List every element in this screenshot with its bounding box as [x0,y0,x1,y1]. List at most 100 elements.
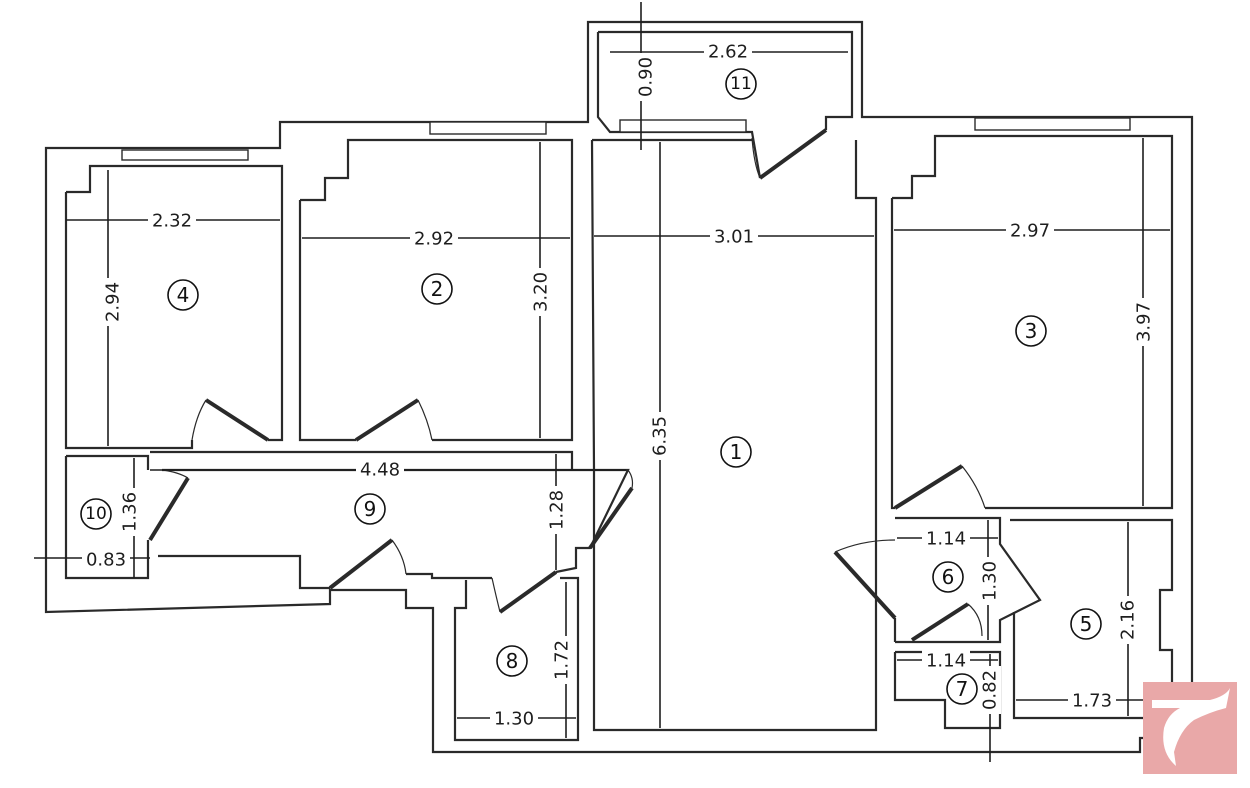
dim-8-width-label-bg [490,708,538,730]
room-6-wall [893,516,1042,644]
dim-10-width-label: 0.83 [82,549,130,571]
room-4-wall [64,164,284,450]
room-3-number: 3 [1015,315,1047,347]
door-room-8 [498,570,558,614]
dim-4-width-value: 2.32 [152,211,192,232]
dim-8-width-value: 1.30 [494,709,534,730]
dim-3-width-label-bg [1006,220,1054,242]
room-8-label: 8 [506,649,519,673]
room-11-number: 11 [725,68,757,100]
door-room-10-arc [161,469,189,479]
room-4-circle [167,279,199,311]
room-3-wall [890,134,1174,510]
dim-4-width-label: 2.32 [148,210,196,232]
bird-logo-icon [1143,682,1237,774]
dim-1-width-label: 3.01 [710,226,758,248]
dim-7-width-label-bg [922,650,970,672]
room-8-wall [453,576,580,742]
room-3-circle [1015,315,1047,347]
dim-6-depth-label-bg [979,557,1001,605]
dim-10-depth-value: 1.36 [120,492,141,532]
dim-6-depth-label: 1.30 [979,557,1001,605]
dim-2-width-value: 2.92 [414,229,454,250]
window-room-2 [429,121,547,135]
room-5-wall [1010,518,1174,720]
dim-8-depth-label-bg [551,636,573,684]
room-1-circle [720,436,752,468]
room-2-number: 2 [421,273,453,305]
room-9-label: 9 [364,497,377,521]
room-5-label: 5 [1080,612,1093,636]
dim-7-width-value: 1.14 [926,651,966,672]
room-7-number: 7 [946,673,978,705]
door-room-2-arc [417,399,433,441]
room-7-circle [946,673,978,705]
room-5-number: 5 [1070,608,1102,640]
dim-1-width-value: 3.01 [714,227,754,248]
room-4-number: 4 [167,279,199,311]
windows [121,117,1131,161]
dimension-labels: 2.620.902.322.942.923.203.016.352.973.97… [82,41,1155,730]
door-room-1 [588,486,634,550]
room-8-number: 8 [496,645,528,677]
room-5-circle [1070,608,1102,640]
dim-7-width-label: 1.14 [922,650,970,672]
room-8-circle [496,645,528,677]
dim-4-depth-label: 2.94 [102,278,124,326]
window-room-1 [619,119,747,133]
dim-2-width-label: 2.92 [410,228,458,250]
room-3-label: 3 [1025,319,1038,343]
room-1-label: 1 [730,440,743,464]
dim-9-width-label-bg [356,459,404,481]
dim-3-depth-label: 3.97 [1133,298,1155,346]
dim-5-depth-label-bg [1117,596,1139,644]
room-7-wall [893,650,1002,730]
room-7-label: 7 [956,677,969,701]
dim-9-width-label: 4.48 [356,459,404,481]
hallway-9-wall [150,450,630,590]
dim-6-depth-value: 1.30 [980,561,1001,601]
dim-11-depth-label: 0.90 [635,53,657,101]
dim-1-depth-value: 6.35 [650,416,671,456]
room-2-label: 2 [431,277,444,301]
dim-2-depth-value: 3.20 [531,272,552,312]
room-9-circle [354,493,386,525]
dim-5-width-label: 1.73 [1068,690,1116,712]
dim-9-width-value: 4.48 [360,460,400,481]
window-room-3 [974,117,1131,131]
dim-7-depth-label: 0.82 [979,666,1001,714]
dim-3-width-value: 2.97 [1010,221,1050,242]
dim-8-width-label: 1.30 [490,708,538,730]
dim-4-depth-value: 2.94 [103,282,124,322]
dim-1-depth-label-bg [649,412,671,460]
door-room-3-arc [961,465,986,509]
door-room-4-arc [191,399,207,441]
dim-10-width-value: 0.83 [86,550,126,571]
room-2-circle [421,273,453,305]
dim-11-width-label-bg [704,41,752,63]
room-10-label: 10 [85,504,107,524]
dim-2-width-label-bg [410,228,458,250]
door-balcony [758,128,828,180]
door-room-2 [354,398,420,442]
dim-9-depth-label: 1.28 [546,486,568,534]
dim-10-width-label-bg [82,549,130,571]
dim-3-depth-value: 3.97 [1134,302,1155,342]
dim-10-depth-label-bg [119,488,141,536]
dim-7-depth-value: 0.82 [980,670,1001,710]
outer-wall [44,20,1194,754]
dim-1-width-label-bg [710,226,758,248]
room-9-number: 9 [354,493,386,525]
door-room-8-arc [491,577,501,613]
dim-10-depth-label: 1.36 [119,488,141,536]
dim-5-width-label-bg [1068,690,1116,712]
door-room-6-inner-arc [967,603,983,637]
room-11-circle [725,68,757,100]
dim-4-depth-label-bg [102,278,124,326]
door-room-1-arc [627,469,634,489]
dim-11-depth-value: 0.90 [636,57,657,97]
dim-4-width-label-bg [148,210,196,232]
room-10-circle [80,498,112,530]
dim-11-depth-label-bg [635,53,657,101]
